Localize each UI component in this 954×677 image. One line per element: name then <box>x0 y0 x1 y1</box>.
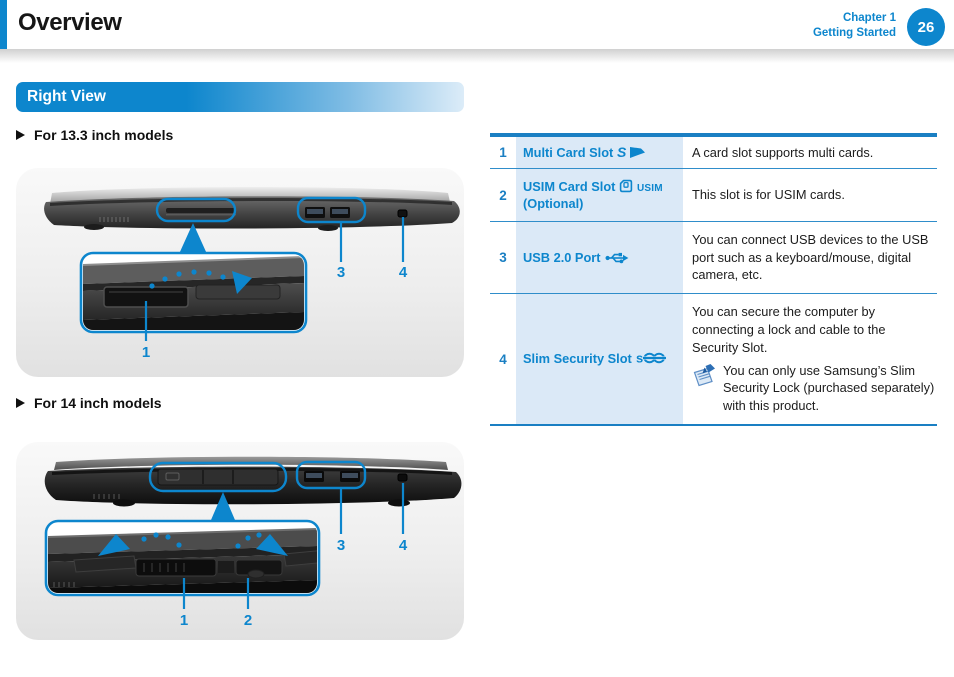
security-slot-14 <box>397 473 408 482</box>
figure2-callout-4: 4 <box>398 537 408 554</box>
note-block: You can only use Samsung’s Slim Security… <box>692 362 935 416</box>
chapter-label: Chapter 1 <box>842 12 896 24</box>
card-slot-13 <box>166 208 236 213</box>
port-label: USIM Card Slot <box>523 178 616 194</box>
figure1-callout-3: 3 <box>336 264 346 281</box>
figure2-caption: For 14 inch models <box>16 395 162 411</box>
figure2-callout-3: 3 <box>336 537 346 554</box>
row-number: 2 <box>499 187 507 203</box>
callout-outlines <box>155 196 367 224</box>
laptop-side-profile <box>44 187 460 231</box>
description-text: This slot is for USIM cards. <box>692 187 845 203</box>
table-row: 2 USIM Card Slot USIM (Optional) This slo… <box>490 168 937 221</box>
page-number-badge: 26 <box>907 8 945 46</box>
usb-icon <box>605 252 628 264</box>
figure1-callout-1: 1 <box>141 344 151 361</box>
port-label-cell: Slim Security Slot s <box>516 294 683 424</box>
magnified-inset-14 <box>44 519 321 609</box>
port-description: You can secure the computer by connectin… <box>683 294 937 424</box>
flip-arc-dots <box>149 269 226 289</box>
description-text: You can secure the computer by connectin… <box>692 303 886 355</box>
flip-arrow-left <box>98 534 130 556</box>
figure1-callout-4: 4 <box>398 264 408 281</box>
page-title: Overview <box>18 9 122 36</box>
laptop-14-inch-illustration <box>44 456 462 609</box>
port-description: A card slot supports multi cards. <box>683 137 937 168</box>
inset-right-flap <box>283 549 317 567</box>
svg-text:S: S <box>617 145 627 159</box>
row-number: 3 <box>499 250 507 265</box>
port-label-suffix: (Optional) <box>523 196 584 212</box>
usb-ports-14 <box>304 471 360 482</box>
table-row: 4 Slim Security Slot s You can secure the… <box>490 293 937 424</box>
svg-text:s: s <box>636 351 643 365</box>
callout-outlines <box>148 460 367 493</box>
figure2-callout-1: 1 <box>179 612 189 629</box>
usim-icon-label: USIM <box>637 182 663 194</box>
chapter-sub-label: Getting Started <box>812 27 896 40</box>
section-title-bar: Right View <box>16 82 464 112</box>
pointer-lines <box>339 483 405 534</box>
usb-ports-13 <box>305 207 350 218</box>
port-label: Multi Card Slot <box>523 144 614 160</box>
figure1-caption: For 13.3 inch models <box>16 127 173 143</box>
inset-pointer-lines <box>182 578 250 609</box>
table-row: 3 USB 2.0 Port You can connect USB devic… <box>490 221 937 293</box>
sd-card-icon: S <box>617 144 646 160</box>
port-description: This slot is for USIM cards. <box>683 169 937 221</box>
header-accent-bar <box>0 0 7 49</box>
magnified-inset-13 <box>79 251 308 341</box>
port-label: Slim Security Slot <box>523 351 632 367</box>
flip-arc-dots-left <box>141 532 182 548</box>
header-shadow <box>0 49 954 63</box>
port-label-cell: USIM Card Slot USIM (Optional) <box>516 169 683 221</box>
port-label: USB 2.0 Port <box>523 249 601 265</box>
security-slot-13 <box>397 209 408 218</box>
flip-arrow <box>232 271 252 294</box>
magnifier-cone <box>211 492 235 520</box>
triangle-bullet-icon <box>16 398 25 408</box>
description-text: You can connect USB devices to the USB p… <box>692 231 929 283</box>
chapter-info: Chapter 1 Getting Started <box>813 11 896 41</box>
figure2-caption-text: For 14 inch models <box>34 395 162 411</box>
note-text: You can only use Samsung’s Slim Security… <box>723 362 935 414</box>
figure1-caption-text: For 13.3 inch models <box>34 127 174 143</box>
laptop-side-profile <box>44 456 462 507</box>
figure-14-inch-right-view: 1 2 3 4 <box>16 442 464 640</box>
note-icon <box>693 363 715 386</box>
magnifier-cone <box>179 223 207 254</box>
port-description: You can connect USB devices to the USB p… <box>683 222 937 293</box>
row-number: 1 <box>499 145 507 160</box>
page-header: Overview Chapter 1 Getting Started 26 <box>0 0 954 49</box>
card-slot-cover-14 <box>157 468 279 486</box>
figure2-callout-2: 2 <box>243 612 253 629</box>
figure-13-inch-right-view: 1 3 4 <box>16 168 464 377</box>
usim-icon <box>620 179 633 192</box>
row-number: 4 <box>499 351 507 367</box>
laptop-13-inch-illustration <box>44 187 460 341</box>
port-label-cell: USB 2.0 Port <box>516 222 683 293</box>
security-lock-icon: s <box>636 351 667 366</box>
inset-usim-tab <box>247 569 265 579</box>
description-text: A card slot supports multi cards. <box>692 144 874 160</box>
flip-arrow-right <box>256 534 288 556</box>
section-title: Right View <box>27 88 106 105</box>
pointer-lines <box>339 217 405 262</box>
flip-arc-dots-right <box>235 532 262 549</box>
triangle-bullet-icon <box>16 130 25 140</box>
